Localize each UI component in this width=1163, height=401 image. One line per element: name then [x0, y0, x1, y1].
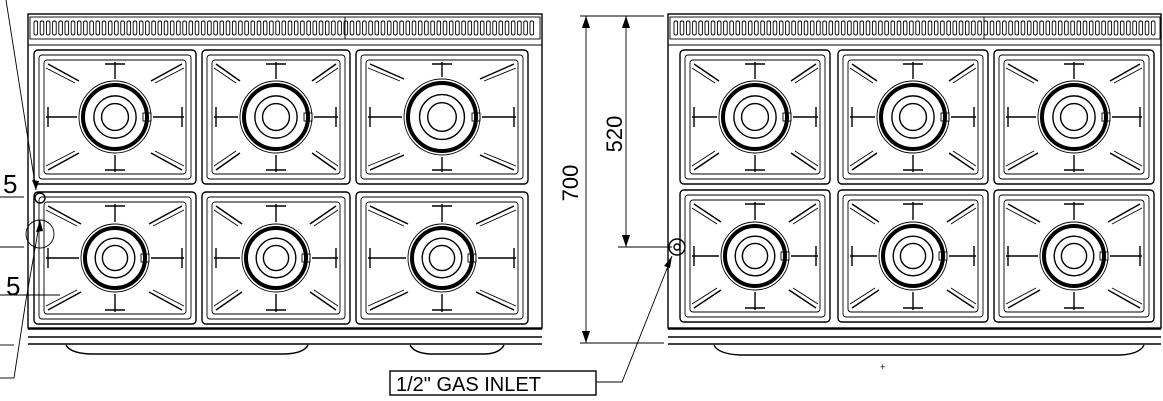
burner-icon [407, 223, 477, 293]
burner-cell [355, 49, 529, 185]
svg-text:+: + [880, 362, 885, 372]
grate-icon [45, 62, 185, 172]
burner-icon [1037, 80, 1111, 154]
grate-icon [1005, 62, 1143, 172]
burner-cell [355, 191, 529, 325]
partial-dimension-bottom: 5 [6, 271, 20, 301]
burner-cell [993, 189, 1155, 323]
grate-icon [849, 62, 977, 172]
grate-icon [367, 204, 517, 312]
burner-cell [993, 49, 1155, 185]
grate-icon [213, 62, 339, 172]
partial-dimension-top: 5 [3, 169, 17, 199]
left-cooktop-body [27, 13, 543, 355]
grate-icon [691, 62, 819, 172]
burner-cell [33, 49, 197, 185]
left-gas-inlet-icon [25, 192, 55, 249]
gas-inlet-callout: 1/2" GAS INLET [389, 255, 673, 396]
dimension-700: 700 [558, 15, 664, 344]
dimension-label-700: 700 [558, 165, 583, 202]
grate-icon [213, 204, 339, 312]
right-cooktop-unit [667, 13, 1162, 356]
burner-icon [78, 80, 152, 154]
burner-icon [876, 80, 950, 154]
burner-icon [718, 80, 792, 154]
dimension-label-520: 520 [602, 116, 627, 153]
right-burner-grid [679, 49, 1155, 323]
burner-icon [1039, 221, 1109, 291]
grate-icon [1005, 202, 1143, 310]
burner-icon [241, 223, 311, 293]
gas-inlet-label: 1/2" GAS INLET [396, 374, 541, 396]
burner-icon [403, 78, 481, 156]
burner-cell [679, 49, 831, 185]
dimension-520: 520 [602, 16, 672, 248]
burner-cell [201, 191, 351, 325]
burner-cell [837, 189, 989, 323]
burner-cell [837, 49, 989, 185]
left-cooktop-unit [27, 13, 543, 355]
left-vent-strip [29, 16, 541, 40]
left-burner-grid [33, 49, 529, 325]
burner-icon [239, 80, 313, 154]
grate-icon [45, 204, 185, 312]
burner-icon [720, 221, 790, 291]
burner-cell [679, 189, 831, 323]
burner-icon [80, 223, 150, 293]
grate-icon [367, 62, 517, 172]
burner-cell [201, 49, 351, 185]
burner-icon [878, 221, 948, 291]
burner-cell [33, 191, 197, 325]
left-partial-dimensions: 5 5 [0, 0, 60, 379]
right-cooktop-body [667, 13, 1162, 356]
right-vent-strip [669, 16, 1161, 40]
grate-icon [849, 202, 977, 310]
grate-icon [691, 202, 819, 310]
